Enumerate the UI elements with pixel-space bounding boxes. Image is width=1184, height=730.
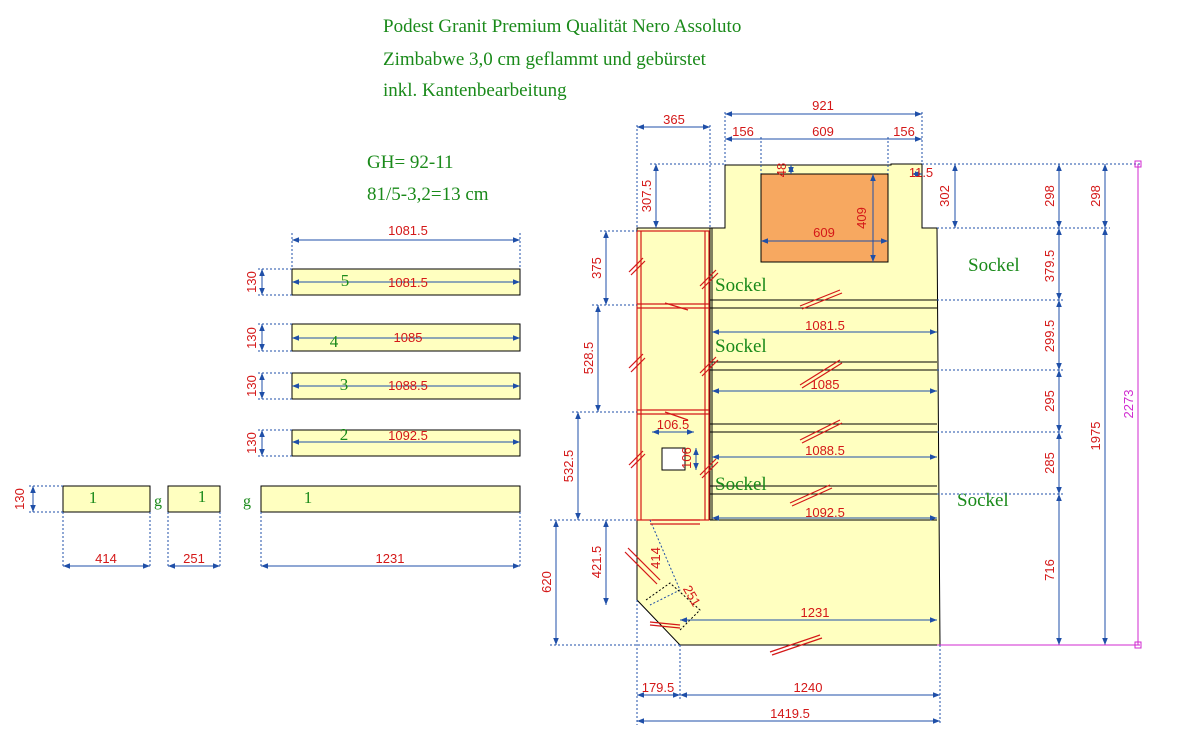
gh-line-2: 81/5-3,2=13 cm (367, 184, 489, 205)
bottom-dim-179-5: 179.5 (642, 680, 675, 695)
piece-1c-width: 1231 (376, 551, 405, 566)
piece-3-length: 1088.5 (388, 378, 428, 393)
sockel-label-2: Sockel (715, 336, 767, 357)
piece-1: 1 130 414 g 1 251 g 1 1231 (12, 485, 521, 569)
top-dim-156-left: 156 (732, 124, 754, 139)
gap-label-1: g (154, 493, 162, 510)
bottom-dim-1419-5: 1419.5 (770, 706, 810, 721)
sockel-label-5: Sockel (957, 490, 1009, 511)
piece-3-number: 3 (340, 375, 349, 394)
left-dim-620: 620 (539, 571, 554, 593)
piece-1a-width: 414 (95, 551, 117, 566)
right-dim-298: 298 (1042, 185, 1057, 207)
sockel-label-3: Sockel (715, 474, 767, 495)
left-dim-375: 375 (589, 257, 604, 279)
cutout-width: 609 (813, 225, 835, 240)
piece-2-length: 1092.5 (388, 428, 428, 443)
piece-1a-number: 1 (89, 488, 98, 507)
top-dim-156-right: 156 (893, 124, 915, 139)
piece-4: 4 1085 130 (244, 323, 521, 352)
piece-3-height: 130 (244, 375, 259, 397)
cutout-opening (760, 173, 889, 263)
piece-2-height: 130 (244, 432, 259, 454)
right-dim-379-5: 379.5 (1042, 250, 1057, 283)
cutout-offset-48: 48 (774, 163, 789, 177)
post-square (661, 447, 686, 471)
right-dim-298-b: 298 (1088, 185, 1103, 207)
top-dim-365: 365 (663, 112, 685, 127)
step-3-dim: 1088.5 (805, 443, 845, 458)
piece-5-length: 1081.5 (388, 275, 428, 290)
step-2-dim: 1092.5 (805, 505, 845, 520)
left-dim-421-5: 421.5 (589, 546, 604, 579)
step-4-dim: 1085 (811, 377, 840, 392)
dim-106: 106 (679, 447, 694, 469)
total-height-2273: 2273 (1121, 390, 1136, 419)
dim-106-5: 106.5 (657, 417, 690, 432)
left-dim-528-5: 528.5 (581, 342, 596, 375)
title-line-2: Zimbabwe 3,0 cm geflammt und gebürstet (383, 49, 706, 70)
dim-302: 302 (937, 185, 952, 207)
bottom-dim-1240: 1240 (794, 680, 823, 695)
step-1-dim: 1231 (801, 605, 830, 620)
right-dim-716: 716 (1042, 559, 1057, 581)
piece-4-height: 130 (244, 327, 259, 349)
gh-line-1: GH= 92-11 (367, 152, 454, 173)
piece-1c-number: 1 (304, 488, 313, 507)
cutout-height: 409 (854, 207, 869, 229)
piece-3: 3 1088.5 130 (244, 372, 521, 400)
piece-4-number: 4 (330, 332, 339, 351)
piece-5-top-dim: 1081.5 (388, 223, 428, 238)
title-line-3: inkl. Kantenbearbeitung (383, 80, 567, 101)
piece-5-number: 5 (341, 271, 350, 290)
left-dim-307-5: 307.5 (639, 180, 654, 213)
piece-5: 1081.5 5 1081.5 130 (244, 223, 521, 296)
piece-1b-number: 1 (198, 487, 207, 506)
left-dim-532-5: 532.5 (561, 450, 576, 483)
floor-plan: Sockel Sockel Sockel Sockel Sockel 1081.… (539, 98, 1142, 725)
right-dim-1975: 1975 (1088, 422, 1103, 451)
piece-4-length: 1085 (394, 330, 423, 345)
sockel-label-4: Sockel (968, 255, 1020, 276)
piece-1-height: 130 (12, 488, 27, 510)
step-5-dim: 1081.5 (805, 318, 845, 333)
sockel-label-1: Sockel (715, 275, 767, 296)
piece-2: 2 1092.5 130 (244, 425, 521, 457)
top-dim-921: 921 (812, 98, 834, 113)
piece-5-height: 130 (244, 271, 259, 293)
piece-2-number: 2 (340, 425, 349, 444)
dim-11-5: 11.5 (909, 165, 933, 180)
right-dim-295: 295 (1042, 390, 1057, 412)
piece-1b-width: 251 (183, 551, 205, 566)
dim-414: 414 (648, 547, 663, 569)
right-dim-285: 285 (1042, 452, 1057, 474)
top-dim-609: 609 (812, 124, 834, 139)
gap-label-2: g (243, 493, 251, 510)
right-dim-299-5: 299.5 (1042, 320, 1057, 353)
title-line-1: Podest Granit Premium Qualität Nero Asso… (383, 16, 742, 37)
